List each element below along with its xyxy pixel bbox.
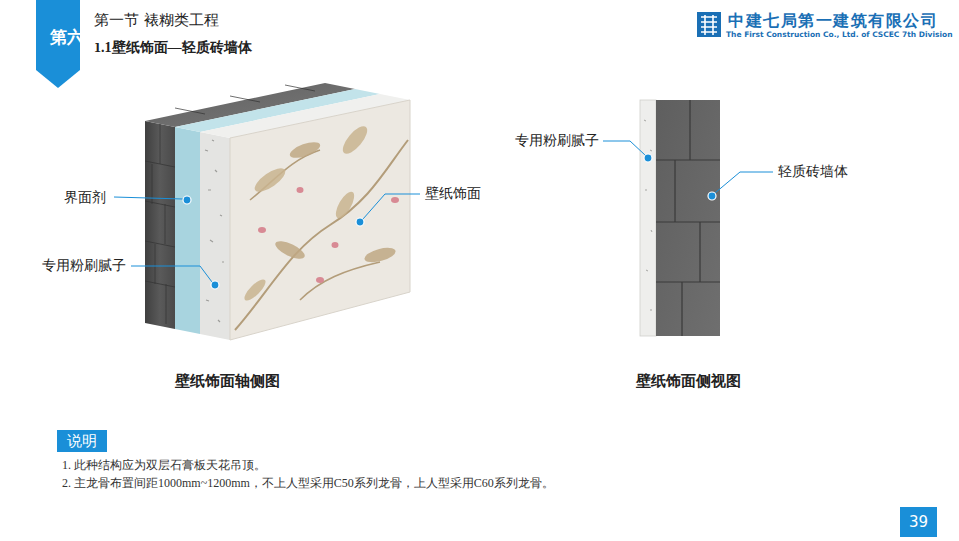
- leader-line: [114, 197, 183, 199]
- callout-dot: [183, 196, 191, 204]
- leaf: [251, 164, 289, 196]
- callout-label: 专用粉刷腻子: [515, 132, 599, 149]
- interface-side-face: [175, 127, 200, 334]
- wallpaper-pattern: [235, 122, 408, 330]
- tab-shape-fill: [36, 0, 80, 88]
- wallpaper-face: [230, 100, 410, 340]
- leader-line: [363, 194, 420, 219]
- page-number: 39: [900, 513, 937, 531]
- leader-line: [131, 266, 212, 282]
- leaf-stem: [250, 150, 320, 200]
- company-name: 中建七局第一建筑有限公司: [728, 11, 938, 30]
- leaf-stem: [235, 140, 408, 330]
- callout-label: 专用粉刷腻子: [42, 257, 126, 274]
- putty-texture: [644, 120, 652, 310]
- company-name-en: The First Construction Co., Ltd. of CSCE…: [726, 30, 953, 39]
- flower-bud: [316, 277, 324, 283]
- flower-bud: [391, 197, 399, 203]
- note-tag: 说明: [57, 430, 107, 452]
- tag-label: 说明: [57, 432, 107, 450]
- leaf: [332, 189, 357, 221]
- leaf: [363, 245, 397, 265]
- chapter-tab: 第六章: [36, 0, 80, 88]
- leader-line: [715, 172, 773, 193]
- leaf: [339, 122, 372, 157]
- putty-layer: [640, 100, 656, 336]
- callout-label: 壁纸饰面: [425, 185, 481, 202]
- note-line: 2. 主龙骨布置间距1000mm~1200mm，不上人型采用C50系列龙骨，上人…: [62, 476, 554, 490]
- page-number-box: 39: [900, 507, 937, 537]
- callout-label: 界面剂: [64, 189, 106, 206]
- slide-title: 第一节 裱糊类工程: [94, 11, 219, 29]
- note-line: 1. 此种结构应为双层石膏板天花吊顶。: [62, 458, 266, 472]
- leaf-stem: [300, 262, 380, 300]
- flower-bud: [332, 242, 339, 248]
- logo-icon: [697, 12, 721, 37]
- flower-bud: [258, 227, 266, 233]
- callout-dot: [356, 218, 364, 226]
- leaf: [242, 277, 269, 304]
- callout-dot: [211, 281, 219, 289]
- putty-texture: [205, 140, 224, 322]
- chapter-label: 第六章: [50, 28, 67, 47]
- putty-side-face: [200, 132, 230, 340]
- leaf: [273, 238, 307, 262]
- brick-joints: [656, 100, 720, 336]
- logo-mark: [701, 15, 717, 35]
- brick-wall: [656, 100, 720, 336]
- figure-caption: 壁纸饰面侧视图: [636, 372, 741, 390]
- section-subtitle: 1.1壁纸饰面—轻质砖墙体: [94, 40, 252, 57]
- figure-caption: 壁纸饰面轴侧图: [175, 372, 280, 390]
- flower-bud: [297, 187, 304, 193]
- callout-dot: [644, 154, 652, 162]
- callout-dot: [708, 192, 716, 200]
- brick-shading: [656, 100, 720, 336]
- callout-label: 轻质砖墙体: [778, 163, 848, 180]
- leaf: [288, 139, 322, 161]
- leader-line: [603, 141, 645, 155]
